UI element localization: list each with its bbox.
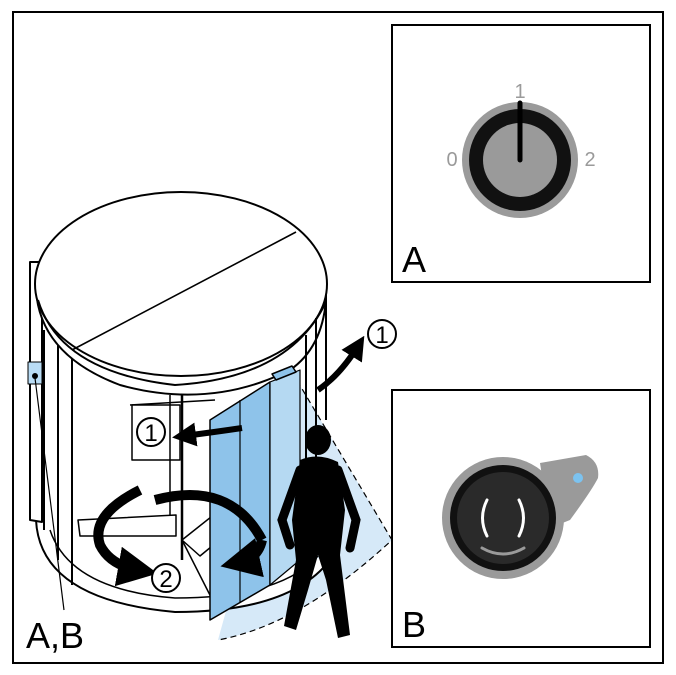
panel-a: 0 1 2 A [391, 24, 651, 283]
rotation-arrow-left [93, 485, 158, 587]
door-floor-inner [49, 529, 319, 599]
sensor-field-edge [217, 371, 393, 641]
person-silhouette-icon [277, 425, 361, 638]
step-marker-push-inner: 1 [136, 417, 166, 447]
wing-left [77, 514, 177, 537]
panel-a-label: A [402, 239, 426, 280]
step-number: 2 [159, 566, 172, 593]
outer-frame [12, 11, 664, 664]
step-marker-push-open: 1 [367, 319, 397, 349]
switch-position-1: 1 [514, 81, 525, 103]
rotation-arrow-back [153, 490, 267, 543]
step-number: 1 [144, 420, 157, 447]
emergency-push-button-icon [442, 455, 599, 579]
motion-sensor [271, 365, 297, 381]
back-wall [129, 399, 216, 406]
panel-b-label: B [402, 604, 426, 645]
switch-position-0: 0 [446, 149, 457, 171]
push-arrow-outer [316, 335, 365, 393]
canopy-lower-rim [37, 299, 327, 386]
push-arrow-inner [172, 422, 243, 447]
canopy-top [34, 191, 328, 377]
rotation-arrow-right [220, 538, 267, 578]
key-switch-icon [462, 100, 578, 218]
left-side-panel [29, 261, 43, 523]
step-number: 1 [375, 322, 388, 349]
main-reference-label: A,B [26, 615, 84, 656]
control-unit-leader [34, 377, 65, 611]
panel-b: B [391, 389, 651, 648]
canopy-seam [71, 231, 297, 351]
control-unit-dot [32, 373, 38, 379]
step-marker-rotate: 2 [151, 563, 181, 593]
switch-position-2: 2 [584, 149, 595, 171]
